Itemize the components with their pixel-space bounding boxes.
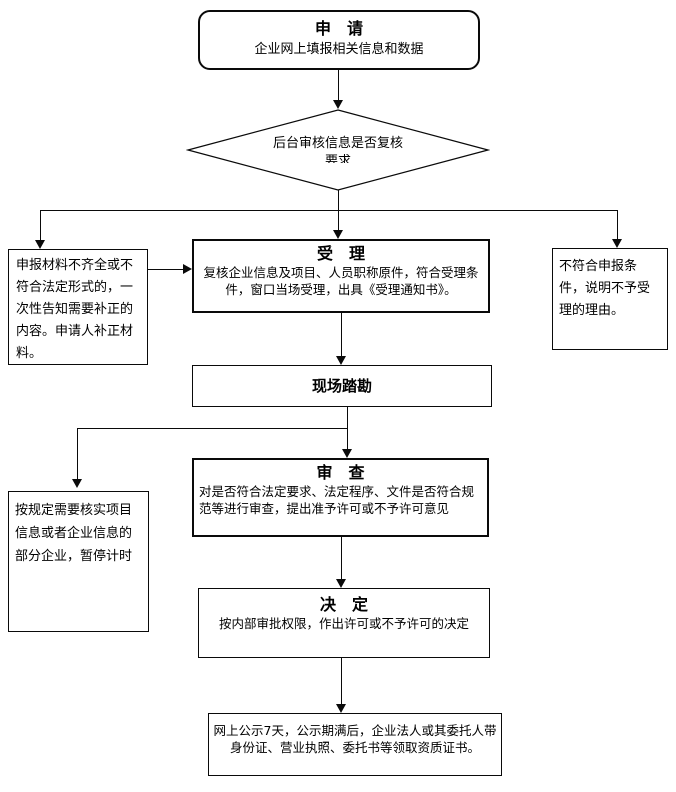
review-body: 对是否符合法定要求、法定程序、文件是否符合规范等进行审查，提出准予许可或不予许可… [199, 484, 475, 516]
reject-node: 不符合申报条件，说明不予受理的理由。 [552, 248, 668, 350]
apply-title: 申 请 [314, 19, 363, 38]
connector-line [341, 658, 342, 704]
review-title: 审 查 [316, 463, 365, 482]
connector-line [77, 428, 348, 429]
connector-line [77, 428, 78, 480]
arrowhead-down-icon [35, 240, 45, 249]
accept-node: 受 理 复核企业信息及项目、人员职称原件，符合受理条件，窗口当场受理，出具《受理… [192, 239, 490, 313]
accept-body: 复核企业信息及项目、人员职称原件，符合受理条件，窗口当场受理，出具《受理通知书》… [203, 265, 479, 297]
accept-title: 受 理 [316, 244, 365, 263]
publicity-text: 网上公示7天，公示期满后，企业法人或其委托人带身份证、营业执照、委托书等领取资质… [213, 723, 497, 755]
arrowhead-down-icon [336, 579, 346, 588]
arrowhead-down-icon [336, 704, 346, 713]
arrowhead-down-icon [342, 449, 352, 458]
apply-subtitle: 企业网上填报相关信息和数据 [254, 42, 424, 57]
apply-node: 申 请 企业网上填报相关信息和数据 [198, 10, 480, 70]
connector-line [338, 70, 339, 101]
connector-line [40, 210, 41, 240]
arrowhead-down-icon [72, 479, 82, 488]
arrowhead-down-icon [333, 100, 343, 109]
diamond-question-line2: 要求 [324, 154, 351, 163]
diamond-question-line1: 后台审核信息是否复核 [272, 136, 403, 151]
connector-line [338, 210, 339, 230]
decide-title: 决 定 [319, 595, 368, 614]
publicity-node: 网上公示7天，公示期满后，企业法人或其委托人带身份证、营业执照、委托书等领取资质… [208, 713, 502, 776]
verify-pause-node: 按规定需要核实项目信息或者企业信息的部分企业，暂停计时 [8, 491, 149, 632]
connector-line [148, 269, 184, 270]
connector-line [617, 210, 618, 239]
decide-node: 决 定 按内部审批权限，作出许可或不予许可的决定 [198, 588, 490, 658]
arrowhead-right-icon [183, 264, 192, 274]
arrowhead-down-icon [612, 239, 622, 248]
connector-line [40, 210, 618, 211]
connector-line [347, 407, 348, 428]
arrowhead-down-icon [333, 230, 343, 239]
decide-body: 按内部审批权限，作出许可或不予许可的决定 [218, 616, 469, 631]
connector-line [341, 313, 342, 356]
review-node: 审 查 对是否符合法定要求、法定程序、文件是否符合规范等进行审查，提出准予许可或… [192, 458, 489, 537]
connector-line [338, 190, 339, 211]
arrowhead-down-icon [336, 356, 346, 365]
supplement-materials-node: 申报材料不齐全或不符合法定形式的，一次性告知需要补正的内容。申请人补正材料。 [8, 249, 148, 365]
site-survey-node: 现场踏勘 [192, 365, 492, 407]
connector-line [347, 428, 348, 450]
site-survey-title: 现场踏勘 [311, 377, 372, 395]
connector-line [341, 537, 342, 579]
